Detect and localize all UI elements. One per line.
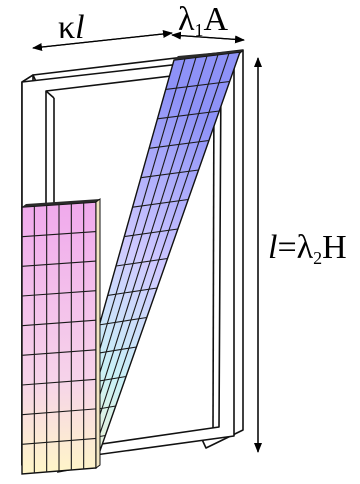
frame-inner-edge: [45, 90, 55, 99]
sheared-strip-grid: [63, 53, 230, 471]
lambda1-a-arrow-back: [171, 31, 245, 41]
vertical-block-grid: [21, 202, 97, 473]
kappa-l-arrow-back: [32, 32, 173, 52]
label-kappa-l: κl: [58, 9, 85, 46]
vertical-block: [21, 198, 101, 475]
label-l-lambda2-h: l=λ2H: [268, 229, 347, 268]
strip-grid-col: [88, 53, 230, 467]
vertical-block-top: [22, 199, 100, 207]
label-lambda1-a: λ1A: [178, 1, 229, 40]
frame-inner-edge: [212, 75, 215, 429]
vertical-block-side: [95, 198, 101, 469]
sheared-strip-top: [174, 50, 243, 60]
dimension-arrows: [32, 29, 262, 453]
strip-grid-col: [82, 54, 219, 468]
frame-top-edge: [21, 74, 34, 83]
